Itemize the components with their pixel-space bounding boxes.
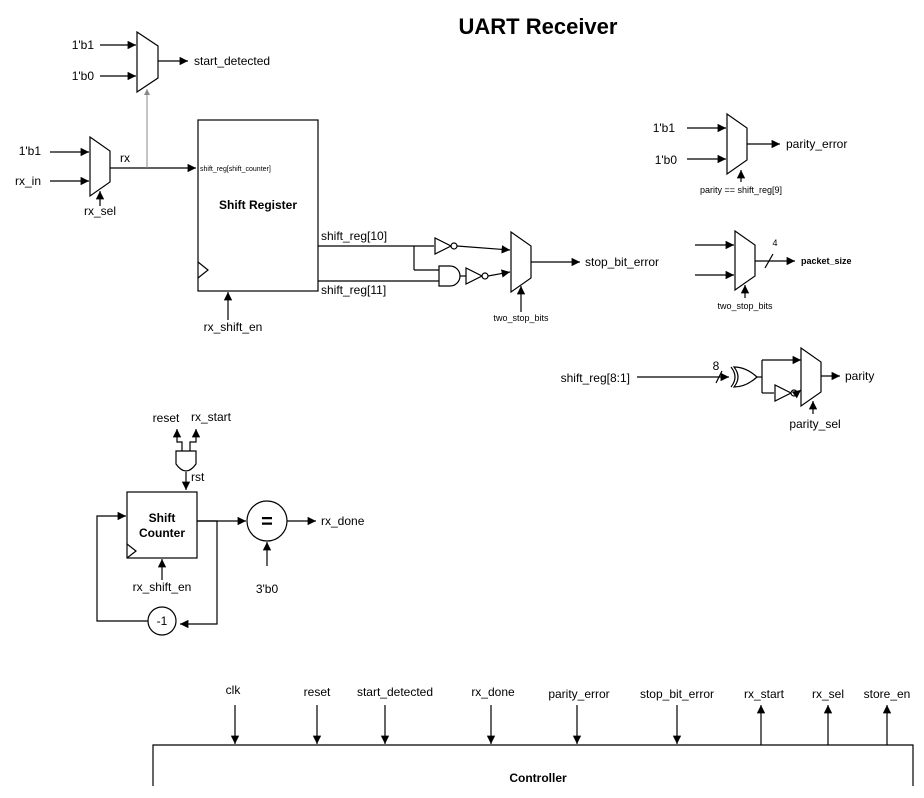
rx-mux-sel-label: rx_sel — [84, 204, 116, 218]
controller-in-rx-done: rx_done — [471, 685, 515, 699]
packet-width-label: 4 — [772, 238, 777, 248]
controller-out-store-en: store_en — [864, 687, 911, 701]
shift-register-enable-label: rx_shift_en — [204, 320, 263, 334]
start-mux-in1-label: 1'b0 — [72, 69, 95, 83]
rx-wire-label: rx — [120, 151, 130, 165]
controller-in-clk: clk — [226, 683, 242, 697]
compare-const-label: 3'b0 — [256, 582, 279, 596]
diagram-title: UART Receiver — [459, 14, 618, 39]
counter-reset-label: reset — [153, 411, 180, 425]
shift-reg-11-label: shift_reg[11] — [321, 283, 386, 297]
shift-register-title: Shift Register — [219, 198, 297, 212]
parity-generator: 8 shift_reg[8:1] parity_sel parity — [561, 346, 874, 431]
compare-label: = — [261, 511, 273, 533]
shift-reg-10-label: shift_reg[10] — [321, 229, 387, 243]
controller-out-rx-sel: rx_sel — [812, 687, 844, 701]
shift-register-input-port: shift_reg[shift_counter] — [200, 166, 271, 173]
parity-width-label: 8 — [713, 359, 720, 373]
counter-rst-label: rst — [191, 470, 205, 484]
controller-in-stop-bit-error: stop_bit_error — [640, 687, 714, 701]
controller-title: Controller — [509, 771, 567, 785]
rx-mux-in0-label: 1'b1 — [19, 144, 42, 158]
decrement-label: -1 — [157, 614, 168, 628]
counter-start-label: rx_start — [191, 410, 232, 424]
stop-bit-error-label: stop_bit_error — [585, 255, 659, 269]
rx-mux-in1-label: rx_in — [15, 174, 41, 188]
parity-label: parity — [845, 369, 874, 383]
stop-bit-logic: two_stop_bits stop_bit_error — [318, 230, 659, 323]
parity-sel-label: parity_sel — [789, 417, 840, 431]
counter-enable-label: rx_shift_en — [133, 580, 192, 594]
rx-mux: 1'b1 rx_in rx_sel rx — [15, 89, 196, 218]
controller-block: Controller clk reset start_detected rx_d… — [152, 683, 914, 786]
parity-mux-in1-label: 1'b0 — [655, 153, 678, 167]
controller-in-reset: reset — [304, 685, 331, 699]
packet-size-label: packet_size — [801, 256, 852, 266]
stop-mux-sel-label: two_stop_bits — [493, 313, 549, 323]
start-detect-mux: 1'b1 1'b0 start_detected — [72, 30, 270, 94]
parity-mux-sel-label: parity == shift_reg[9] — [700, 185, 782, 195]
controller-out-rx-start: rx_start — [744, 687, 785, 701]
shift-register-block: Shift Register shift_reg[shift_counter] … — [197, 119, 387, 334]
packet-size-mux: 4 two_stop_bits packet_size — [695, 229, 852, 311]
controller-in-start-detected: start_detected — [357, 685, 433, 699]
controller-in-parity-error: parity_error — [548, 687, 609, 701]
parity-error-label: parity_error — [786, 137, 847, 151]
start-detected-label: start_detected — [194, 54, 270, 68]
parity-input-label: shift_reg[8:1] — [561, 371, 630, 385]
packet-mux-sel-label: two_stop_bits — [717, 301, 773, 311]
parity-error-mux: 1'b1 1'b0 parity == shift_reg[9] parity_… — [653, 112, 847, 195]
rx-done-label: rx_done — [321, 514, 365, 528]
parity-mux-in0-label: 1'b1 — [653, 121, 676, 135]
start-mux-in0-label: 1'b1 — [72, 38, 95, 52]
